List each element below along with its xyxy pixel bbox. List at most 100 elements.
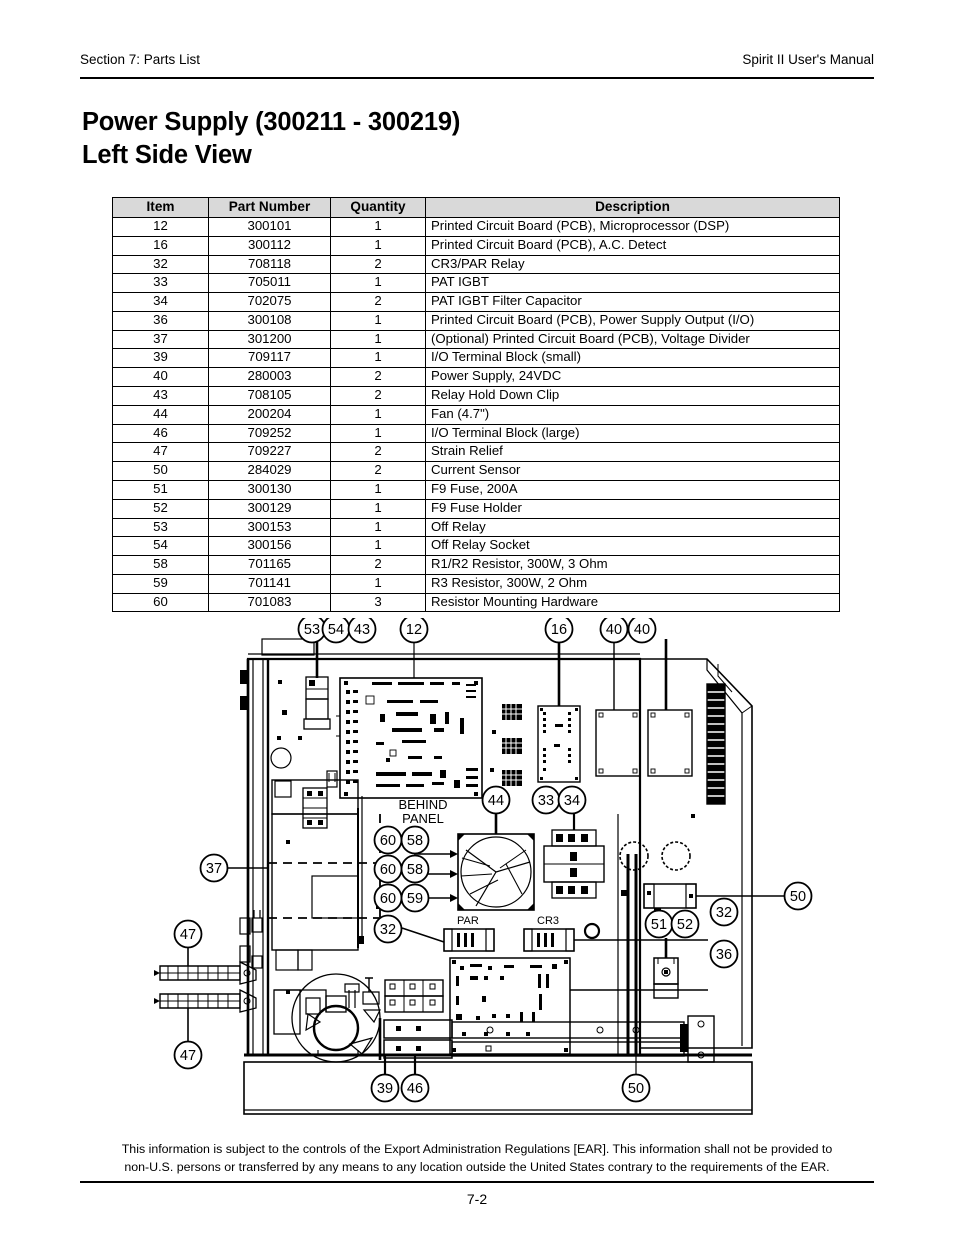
callout-43-label: 43 xyxy=(354,622,370,638)
part-row-item: 46 xyxy=(112,423,209,444)
callout-37: 37 xyxy=(199,853,229,883)
part-row-part-number: 300156 xyxy=(208,536,331,557)
callout-37-label: 37 xyxy=(206,861,222,877)
part-row-part-number: 701141 xyxy=(208,573,331,594)
part-row-description: PAT IGBT Filter Capacitor xyxy=(425,292,840,312)
part-row-description: PAT IGBT xyxy=(425,273,840,294)
callout-32-b-label: 32 xyxy=(716,905,732,921)
callout-46: 46 xyxy=(400,1073,430,1103)
pat-igbt-assembly xyxy=(543,829,605,899)
f9-fuse-assembly xyxy=(653,957,679,999)
assembly-drawing-svg: BEHIND PANEL xyxy=(154,618,813,1115)
part-row-quantity: 1 xyxy=(330,348,426,369)
callout-34-label: 34 xyxy=(564,793,580,809)
part-row-description: I/O Terminal Block (small) xyxy=(425,348,840,369)
part-row-item: 44 xyxy=(112,404,209,425)
behind-label: BEHIND xyxy=(398,797,447,812)
column-header-item: Item xyxy=(112,197,209,218)
part-row-quantity: 1 xyxy=(330,573,426,594)
part-row-part-number: 300112 xyxy=(208,235,331,256)
part-row-description: Resistor Mounting Hardware xyxy=(425,592,840,613)
callout-43: 43 xyxy=(347,618,377,644)
part-row-description: (Optional) Printed Circuit Board (PCB), … xyxy=(425,329,840,350)
part-row-quantity: 1 xyxy=(330,517,426,538)
callout-32-b: 32 xyxy=(709,897,739,927)
part-row-description: Power Supply, 24VDC xyxy=(425,367,840,388)
part-row-description: R1/R2 Resistor, 300W, 3 Ohm xyxy=(425,555,840,575)
callout-40-b: 40 xyxy=(627,618,657,644)
export-control-notice: This information is subject to the contr… xyxy=(80,1141,874,1176)
part-row-quantity: 2 xyxy=(330,254,426,275)
part-row-quantity: 2 xyxy=(330,461,426,481)
part-row-part-number: 300153 xyxy=(208,517,331,538)
callout-16: 16 xyxy=(544,618,574,644)
page-title: Power Supply (300211 - 300219) Left Side… xyxy=(82,106,782,172)
part-row-part-number: 300129 xyxy=(208,498,331,519)
ac-detect-pcb xyxy=(537,705,581,783)
callout-50-bottom-label: 50 xyxy=(628,1081,644,1097)
table-header-row: Item Part Number Quantity Description xyxy=(112,197,840,218)
header-section-label: Section 7: Parts List xyxy=(80,52,201,67)
part-row-part-number: 301200 xyxy=(208,329,331,350)
header-manual-label: Spirit II User's Manual xyxy=(742,52,874,67)
part-row-description: Fan (4.7") xyxy=(425,404,840,425)
callout-60-a-label: 60 xyxy=(380,833,396,849)
part-row-item: 34 xyxy=(112,292,209,312)
heatsink-blocks xyxy=(490,704,522,786)
part-row-item: 33 xyxy=(112,273,209,294)
part-row-part-number: 702075 xyxy=(208,292,331,312)
callout-58-b-label: 58 xyxy=(407,862,423,878)
dsp-pcb xyxy=(336,677,483,799)
callout-51-label: 51 xyxy=(651,917,667,933)
par-relay: PAR xyxy=(443,915,495,952)
part-row-item: 36 xyxy=(112,310,209,331)
callout-53: 53 xyxy=(297,618,327,644)
part-row-item: 47 xyxy=(112,442,209,463)
part-row-item: 32 xyxy=(112,254,209,275)
off-relay-assembly xyxy=(303,676,331,730)
parts-list-table: Item Part Number Quantity Description 1 2… xyxy=(112,197,840,613)
callout-47-a-label: 47 xyxy=(180,927,196,943)
part-row-description: Printed Circuit Board (PCB), Power Suppl… xyxy=(425,310,840,331)
callout-12: 12 xyxy=(399,618,429,644)
callout-40-a: 40 xyxy=(599,618,629,644)
bus-bars xyxy=(378,1015,715,1063)
strain-relief-cables xyxy=(154,910,263,1013)
part-row-part-number: 300130 xyxy=(208,479,331,500)
callout-40-b-label: 40 xyxy=(634,622,650,638)
part-row-item: 53 xyxy=(112,517,209,538)
left-wall-hardware xyxy=(270,680,328,829)
callout-52-label: 52 xyxy=(677,917,693,933)
part-row-item: 59 xyxy=(112,573,209,594)
callout-47-b: 47 xyxy=(173,1040,203,1070)
part-row-description: F9 Fuse Holder xyxy=(425,498,840,519)
part-row-description: F9 Fuse, 200A xyxy=(425,479,840,500)
callout-50-right: 50 xyxy=(783,881,813,911)
part-row-part-number: 300108 xyxy=(208,310,331,331)
cr3-relay-label: CR3 xyxy=(537,915,559,927)
part-row-item: 51 xyxy=(112,479,209,500)
page-number: 7-2 xyxy=(466,1191,488,1207)
cr3-relay: CR3 xyxy=(523,915,575,952)
part-row-description: Off Relay xyxy=(425,517,840,538)
part-row-part-number: 708105 xyxy=(208,386,331,406)
io-pcb xyxy=(449,957,578,1055)
callout-58-b: 58 xyxy=(400,854,430,884)
power-supply-24vdc-units xyxy=(595,709,693,777)
ear-notice-line-2: non-U.S. persons or transferred by any m… xyxy=(124,1159,830,1174)
callout-51: 51 xyxy=(644,909,674,939)
callout-39-label: 39 xyxy=(377,1081,393,1097)
callout-33: 33 xyxy=(531,785,561,815)
callout-44: 44 xyxy=(481,785,511,815)
